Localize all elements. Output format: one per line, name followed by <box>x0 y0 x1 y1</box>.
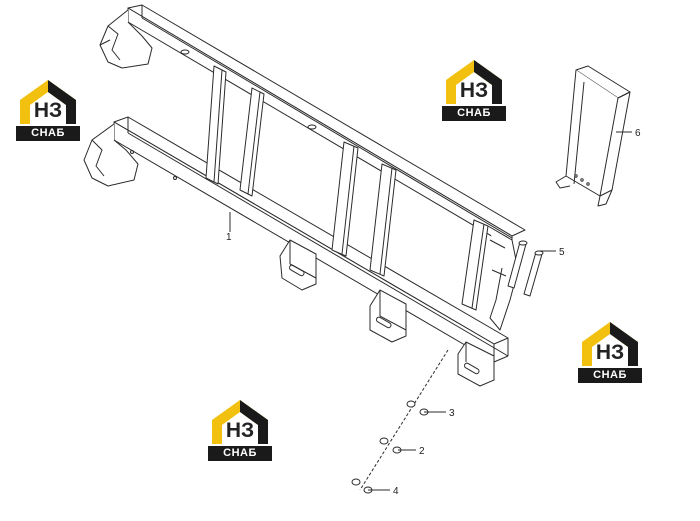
leaders <box>229 131 632 491</box>
end-plate <box>487 225 519 331</box>
callout-1: 1 <box>226 232 232 243</box>
logo-main-text: НЗ <box>459 79 489 102</box>
logo-main-text: НЗ <box>33 99 63 122</box>
watermark-logo: НЗ СНАБ <box>442 56 506 122</box>
hanger-bracket-2 <box>369 289 407 343</box>
bolt-pair <box>507 240 544 297</box>
callout-5: 5 <box>559 247 565 258</box>
cross-member-5 <box>461 219 489 311</box>
front-rail <box>113 116 509 363</box>
cross-member-3 <box>331 141 359 257</box>
fastener-stack <box>351 349 449 494</box>
logo-sub-text: СНАБ <box>208 446 272 461</box>
watermark-logo: НЗ СНАБ <box>578 318 642 384</box>
back-bracket <box>99 9 153 69</box>
callout-4: 4 <box>393 486 399 497</box>
watermark-logo: НЗ СНАБ <box>16 76 80 142</box>
back-rail <box>127 4 526 249</box>
watermark-logo: НЗ СНАБ <box>208 396 272 462</box>
house-logo-icon <box>446 60 502 104</box>
house-logo-icon <box>20 80 76 124</box>
house-logo-icon <box>212 400 268 444</box>
front-bracket <box>83 123 139 187</box>
logo-main-text: НЗ <box>595 341 625 364</box>
hanger-bracket-3 <box>457 341 495 387</box>
cross-member-4 <box>369 163 397 277</box>
logo-sub-text: СНАБ <box>16 126 80 141</box>
cross-member-2 <box>239 87 265 197</box>
logo-main-text: НЗ <box>225 419 255 442</box>
logo-sub-text: СНАБ <box>578 368 642 383</box>
channel-part <box>555 65 631 207</box>
hanger-bracket-1 <box>279 239 317 291</box>
callout-6: 6 <box>635 128 641 139</box>
cross-member-1 <box>205 65 227 185</box>
callout-3: 3 <box>449 408 455 419</box>
callout-2: 2 <box>419 446 425 457</box>
logo-sub-text: СНАБ <box>442 106 506 121</box>
house-logo-icon <box>582 322 638 366</box>
